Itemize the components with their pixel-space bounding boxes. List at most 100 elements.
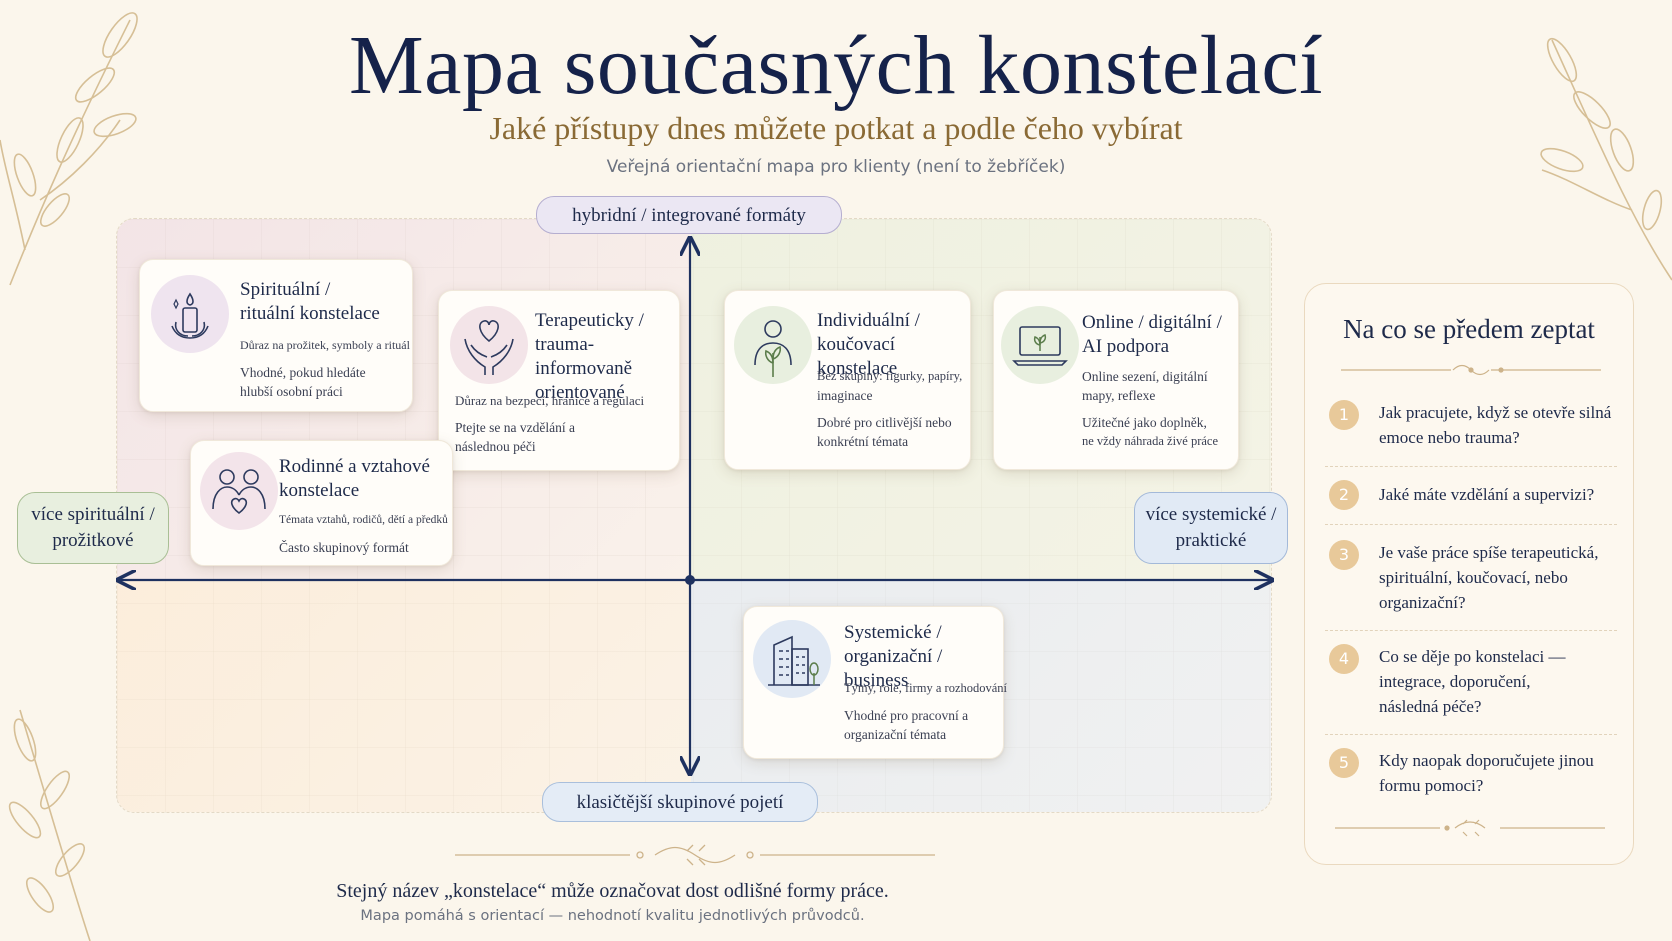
card-spiritual-title: Spirituální / rituální konstelace xyxy=(240,278,380,326)
axis-label-left-line2: prožitkové xyxy=(52,530,134,551)
question-text-line2: formu pomoci? xyxy=(1379,776,1484,795)
card-individual-desc-line4: konkrétní témata xyxy=(817,434,909,449)
axis-label-left: více spirituální / prožitkové xyxy=(17,492,169,564)
card-individual: Individuální / koučovací konstelace Bez … xyxy=(724,290,971,470)
card-systemic: Systemické / organizační / business Týmy… xyxy=(743,606,1008,759)
card-family-desc-line2: Často skupinový formát xyxy=(279,540,409,555)
axis-label-bottom: klasičtější skupinové pojetí xyxy=(542,782,818,822)
card-online-desc-line2: mapy, reflexe xyxy=(1082,388,1156,403)
card-family: Rodinné a vztahové konstelace Témata vzt… xyxy=(190,440,453,566)
card-family-desc-line1: Témata vztahů, rodičů, dětí a předků xyxy=(279,514,448,526)
card-therapeutic-title: Terapeuticky / trauma-informovaně orient… xyxy=(535,309,679,405)
card-online-desc: Online sezení, digitální mapy, reflexe U… xyxy=(1082,367,1238,451)
card-online-desc-line1: Online sezení, digitální xyxy=(1082,369,1208,384)
person-plant-icon xyxy=(733,305,813,385)
question-text: Jak pracujete, když se otevře silná emoc… xyxy=(1379,400,1619,450)
card-individual-title: Individuální / koučovací konstelace xyxy=(817,309,970,381)
card-individual-desc-line1: Bez skupiny: figurky, papíry, xyxy=(817,369,963,383)
card-individual-title-line2: koučovací konstelace xyxy=(817,334,898,379)
footer-main-text: Stejný název „konstelace“ může označovat… xyxy=(336,880,889,902)
card-therapeutic-desc-line3: následnou péči xyxy=(455,439,536,454)
question-number: 4 xyxy=(1329,644,1359,674)
question-text-line1: Jaké máte vzdělání a supervizi? xyxy=(1379,485,1595,504)
question-text: Co se děje po konstelaci — integrace, do… xyxy=(1379,644,1619,719)
card-spiritual-title-line1: Spirituální / xyxy=(240,279,331,300)
question-text-line1: Je vaše práce spíše terapeutická, xyxy=(1379,543,1599,562)
card-therapeutic: Terapeuticky / trauma-informovaně orient… xyxy=(438,290,680,471)
axis-label-top: hybridní / integrované formáty xyxy=(536,196,842,234)
card-online-title-line1: Online / digitální / xyxy=(1082,312,1222,333)
card-online-desc-line4: ne vždy náhrada živé práce xyxy=(1082,434,1219,448)
botanical-decoration-bottom-left-icon xyxy=(8,709,91,941)
flourish-divider-bottom-icon xyxy=(1335,819,1605,837)
card-systemic-desc-line2: Vhodné pro pracovní a xyxy=(844,708,969,723)
footer-flourish-icon xyxy=(455,844,935,866)
flourish-divider-icon xyxy=(1341,364,1601,376)
card-systemic-title-line2: organizační / business xyxy=(844,646,943,691)
card-spiritual-desc: Důraz na prožitek, symboly a rituál Vhod… xyxy=(240,336,412,401)
candle-lotus-icon xyxy=(150,274,230,354)
axis-label-right: více systemické / praktické xyxy=(1134,492,1288,564)
question-text-line3: organizační? xyxy=(1379,593,1466,612)
question-text: Jaké máte vzdělání a supervizi? xyxy=(1379,482,1619,507)
family-heart-icon xyxy=(199,451,279,531)
card-therapeutic-desc-line2: Ptejte se na vzdělání a xyxy=(455,420,575,435)
question-number: 3 xyxy=(1329,540,1359,570)
card-spiritual-desc-line2: Vhodné, pokud hledáte xyxy=(240,365,366,380)
question-text-line2: emoce nebo trauma? xyxy=(1379,428,1520,447)
card-systemic-desc-line1: Týmy, role, firmy a rozhodování xyxy=(844,681,1008,695)
card-systemic-title-line1: Systemické / xyxy=(844,622,942,643)
card-spiritual-desc-line3: hlubší osobní práci xyxy=(240,384,343,399)
question-text-line1: Kdy naopak doporučujete jinou xyxy=(1379,751,1594,770)
hands-heart-icon xyxy=(449,305,529,385)
page-subtitle: Jaké přístupy dnes můžete potkat a podle… xyxy=(489,110,1183,146)
card-therapeutic-title-line1: Terapeuticky / xyxy=(535,310,644,331)
question-number: 1 xyxy=(1329,400,1359,430)
card-spiritual-title-line2: rituální konstelace xyxy=(240,303,380,324)
laptop-plant-icon xyxy=(1000,305,1080,385)
card-online-title-line2: AI podpora xyxy=(1082,336,1170,357)
office-building-icon xyxy=(752,619,832,699)
card-individual-desc-line3: Dobré pro citlivější nebo xyxy=(817,415,952,430)
card-online: Online / digitální / AI podpora Online s… xyxy=(993,290,1239,470)
question-separator xyxy=(1325,734,1617,735)
question-text-line3: následná péče? xyxy=(1379,697,1482,716)
page-tagline: Veřejná orientační mapa pro klienty (nen… xyxy=(606,157,1066,177)
axis-label-left-line1: více spirituální / xyxy=(31,504,155,525)
question-number: 2 xyxy=(1329,480,1359,510)
card-individual-desc-line2: imaginace xyxy=(817,388,873,403)
question-number: 5 xyxy=(1329,748,1359,778)
card-therapeutic-title-line3: orientované xyxy=(535,382,625,403)
axis-label-right-line2: praktické xyxy=(1175,530,1247,551)
botanical-decoration-top-right-icon xyxy=(1540,37,1672,281)
question-text-line1: Co se děje po konstelaci — xyxy=(1379,647,1566,666)
card-therapeutic-title-line2: trauma-informovaně xyxy=(535,334,633,379)
card-individual-desc: Bez skupiny: figurky, papíry, imaginace … xyxy=(817,367,969,451)
botanical-decoration-top-left-icon xyxy=(0,12,138,286)
card-family-title: Rodinné a vztahové konstelace xyxy=(279,455,430,503)
card-family-title-line2: konstelace xyxy=(279,480,360,501)
question-text-line2: spirituální, koučovací, nebo xyxy=(1379,568,1568,587)
footer-sub-text: Mapa pomáhá s orientací — nehodnotí kval… xyxy=(360,908,865,924)
card-online-desc-line3: Užitečné jako doplněk, xyxy=(1082,415,1207,430)
axis-label-right-line1: více systemické / xyxy=(1145,504,1277,525)
questions-panel: Na co se předem zeptat 1 Jak pracujete, … xyxy=(1304,283,1634,865)
page-title: Mapa současných konstelací xyxy=(348,19,1324,112)
question-text-line2: integrace, doporučení, xyxy=(1379,672,1531,691)
card-systemic-desc-line3: organizační témata xyxy=(844,727,947,742)
card-spiritual: Spirituální / rituální konstelace Důraz … xyxy=(139,259,413,412)
question-text: Kdy naopak doporučujete jinou formu pomo… xyxy=(1379,748,1619,798)
panel-title: Na co se předem zeptat xyxy=(1343,314,1595,344)
question-text-line1: Jak pracujete, když se otevře silná xyxy=(1379,403,1612,422)
card-online-title: Online / digitální / AI podpora xyxy=(1082,311,1222,359)
card-systemic-title: Systemické / organizační / business xyxy=(844,621,1003,693)
card-family-title-line1: Rodinné a vztahové xyxy=(279,456,430,477)
card-therapeutic-desc-line1: Důraz na bezpečí, hranice a regulaci xyxy=(455,393,645,408)
card-family-desc: Témata vztahů, rodičů, dětí a předků Čas… xyxy=(279,511,451,557)
question-separator xyxy=(1325,524,1617,525)
quadrant-bottom-left xyxy=(117,581,691,812)
card-spiritual-desc-line1: Důraz na prožitek, symboly a rituál xyxy=(240,338,410,352)
card-therapeutic-desc: Důraz na bezpečí, hranice a regulaci Pte… xyxy=(455,391,679,456)
question-separator xyxy=(1325,466,1617,467)
question-separator xyxy=(1325,630,1617,631)
